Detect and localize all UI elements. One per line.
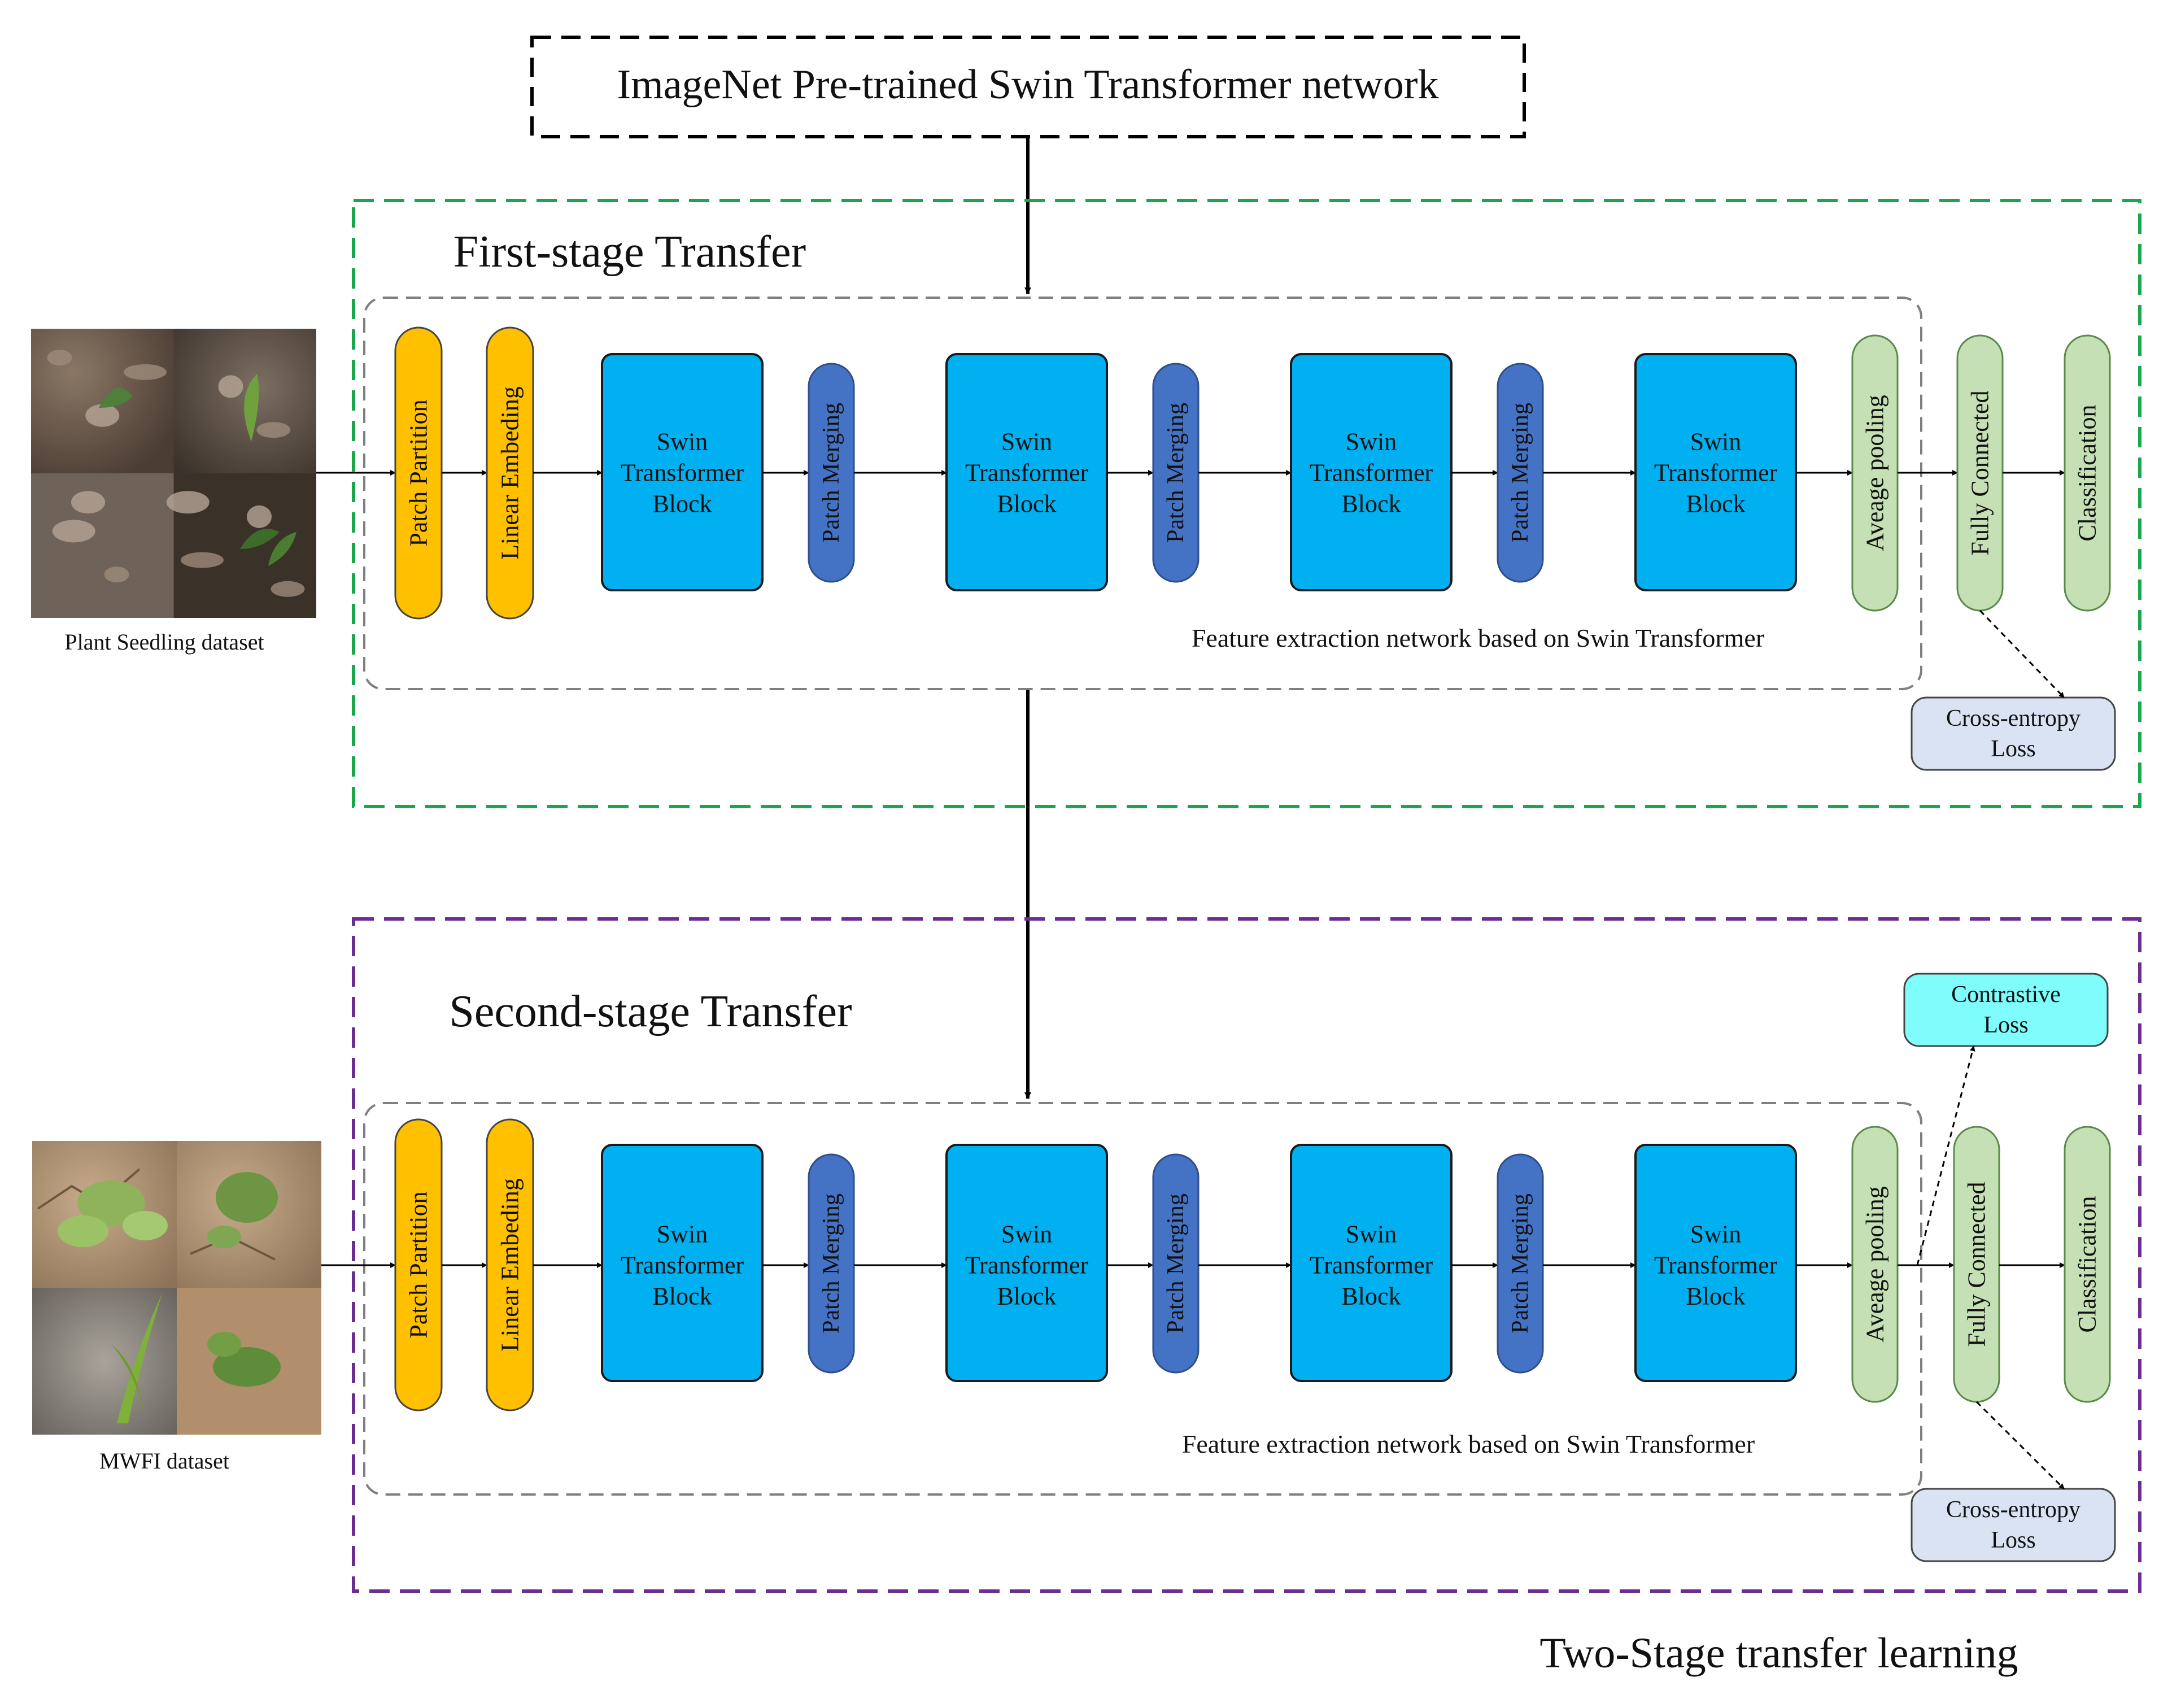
dataset-thumbnail (31, 329, 316, 618)
pretrained-network-box: ImageNet Pre-trained Swin Transformer ne… (530, 36, 1526, 138)
arrow-pool-contrastive-loss (1916, 1045, 1975, 1266)
patch-merging-label: Patch Merging (818, 403, 844, 543)
patch-merging-label: Patch Merging (1507, 403, 1533, 543)
swin-block-label-line: Transformer (621, 459, 744, 487)
swin-block-label-line: Block (1341, 490, 1401, 518)
swin-block-label-line: Swin (1001, 1221, 1052, 1248)
swin-transformer-block-4 (1634, 1144, 1797, 1382)
classification-label: Classification (2074, 1196, 2101, 1333)
diagram-title: Two-Stage transfer learning (1539, 1629, 2018, 1677)
network-caption: Feature extraction network based on Swin… (1182, 1430, 1755, 1458)
cross-entropy-loss-label-line: Cross-entropy (1946, 705, 2081, 731)
swin-block-label-line: Block (652, 490, 712, 518)
cross-entropy-loss-box (1911, 696, 2116, 771)
swin-block-label-line: Block (1686, 1283, 1745, 1310)
arrow-fc-ce-loss (1975, 1401, 2065, 1490)
average-pooling-label: Aveage pooling (1861, 1186, 1889, 1343)
fully-connected-label: Fully Connected (1966, 390, 1994, 555)
swin-transformer-block-3 (1290, 1144, 1453, 1382)
patch-partition-label: Patch Partition (405, 399, 433, 546)
swin-block-label-line: Swin (1001, 428, 1052, 456)
network-caption: Feature extraction network based on Swin… (1192, 624, 1764, 652)
patch-partition-label: Patch Partition (405, 1191, 433, 1338)
cross-entropy-loss-box (1911, 1488, 2116, 1562)
swin-block-label-line: Block (997, 1283, 1056, 1310)
classification-block (2064, 1126, 2111, 1403)
cross-entropy-loss-label-line: Loss (1991, 1527, 2035, 1553)
classification-label: Classification (2074, 405, 2101, 542)
classification-block (2064, 334, 2111, 612)
stage-frame (352, 199, 2141, 808)
patch-merging-label: Patch Merging (818, 1193, 844, 1334)
swin-block-label-line: Swin (1690, 1221, 1741, 1248)
feature-extraction-container (363, 297, 1922, 690)
swin-block-label-line: Block (1341, 1283, 1401, 1310)
swin-block-label-line: Block (652, 1283, 712, 1310)
stage-frame (352, 917, 2141, 1593)
swin-block-label-line: Swin (1690, 428, 1741, 456)
contrastive-loss-label-line: Contrastive (1951, 982, 2061, 1008)
swin-block-label-line: Swin (1346, 1221, 1397, 1248)
patch-merging-block-1 (808, 1153, 855, 1374)
patch-merging-block-3 (1497, 1153, 1544, 1374)
swin-block-label-line: Transformer (1310, 1252, 1433, 1279)
stage-title: Second-stage Transfer (449, 987, 852, 1036)
patch-merging-label: Patch Merging (1507, 1193, 1533, 1334)
dataset-thumbnail (32, 1141, 321, 1435)
stage-title: First-stage Transfer (453, 227, 806, 277)
arrow-fc-ce-loss (1979, 609, 2065, 699)
swin-block-label-line: Transformer (621, 1252, 744, 1279)
swin-block-label-line: Transformer (1654, 459, 1778, 487)
patch-merging-label: Patch Merging (1163, 403, 1189, 543)
dataset-label: Plant Seedling dataset (64, 629, 264, 655)
swin-block-label-line: Transformer (965, 1252, 1089, 1279)
cross-entropy-loss-label-line: Loss (1991, 736, 2035, 762)
dataset-label: MWFI dataset (99, 1448, 229, 1474)
patch-merging-block-2 (1152, 1153, 1200, 1374)
contrastive-loss-box (1903, 973, 2109, 1047)
cross-entropy-loss-label-line: Cross-entropy (1946, 1497, 2081, 1523)
swin-transformer-block-2 (945, 1144, 1108, 1382)
patch-merging-label: Patch Merging (1163, 1193, 1189, 1334)
swin-block-label-line: Swin (1346, 428, 1397, 456)
swin-block-label-line: Swin (657, 428, 708, 456)
pretrained-network-label: ImageNet Pre-trained Swin Transformer ne… (617, 62, 1439, 108)
contrastive-loss-label-line: Loss (1983, 1012, 2028, 1038)
swin-block-label-line: Block (1686, 490, 1745, 518)
swin-block-label-line: Transformer (1310, 459, 1433, 487)
average-pooling-label: Aveage pooling (1861, 395, 1889, 551)
linear-embedding-label: Linear Embeding (496, 1178, 524, 1352)
swin-transformer-block-1 (601, 1144, 764, 1382)
feature-extraction-container (363, 1102, 1922, 1496)
swin-block-label-line: Swin (657, 1221, 708, 1248)
swin-block-label-line: Block (997, 490, 1056, 518)
linear-embedding-label: Linear Embeding (496, 386, 524, 560)
swin-block-label-line: Transformer (1654, 1252, 1778, 1279)
swin-block-label-line: Transformer (965, 459, 1089, 487)
fully-connected-label: Fully Connected (1963, 1182, 1991, 1347)
